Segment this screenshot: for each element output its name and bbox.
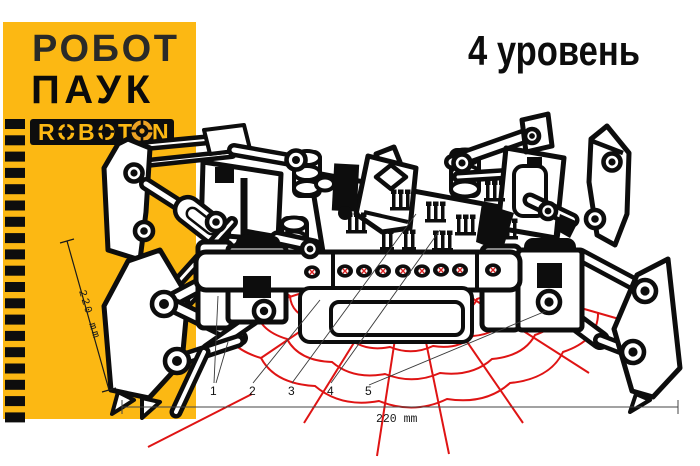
svg-text:1: 1 — [210, 384, 217, 398]
svg-text:220 mm: 220 mm — [376, 413, 418, 426]
svg-text:РОБОТ: РОБОТ — [32, 28, 177, 70]
svg-text:ROBOT: ROBOT — [38, 119, 132, 145]
svg-text:3: 3 — [288, 384, 295, 398]
svg-text:4 уровень: 4 уровень — [468, 27, 640, 74]
svg-text:4: 4 — [327, 384, 334, 398]
svg-text:5: 5 — [365, 384, 372, 398]
svg-text:ПАУК: ПАУК — [31, 68, 151, 112]
svg-text:2: 2 — [249, 384, 256, 398]
